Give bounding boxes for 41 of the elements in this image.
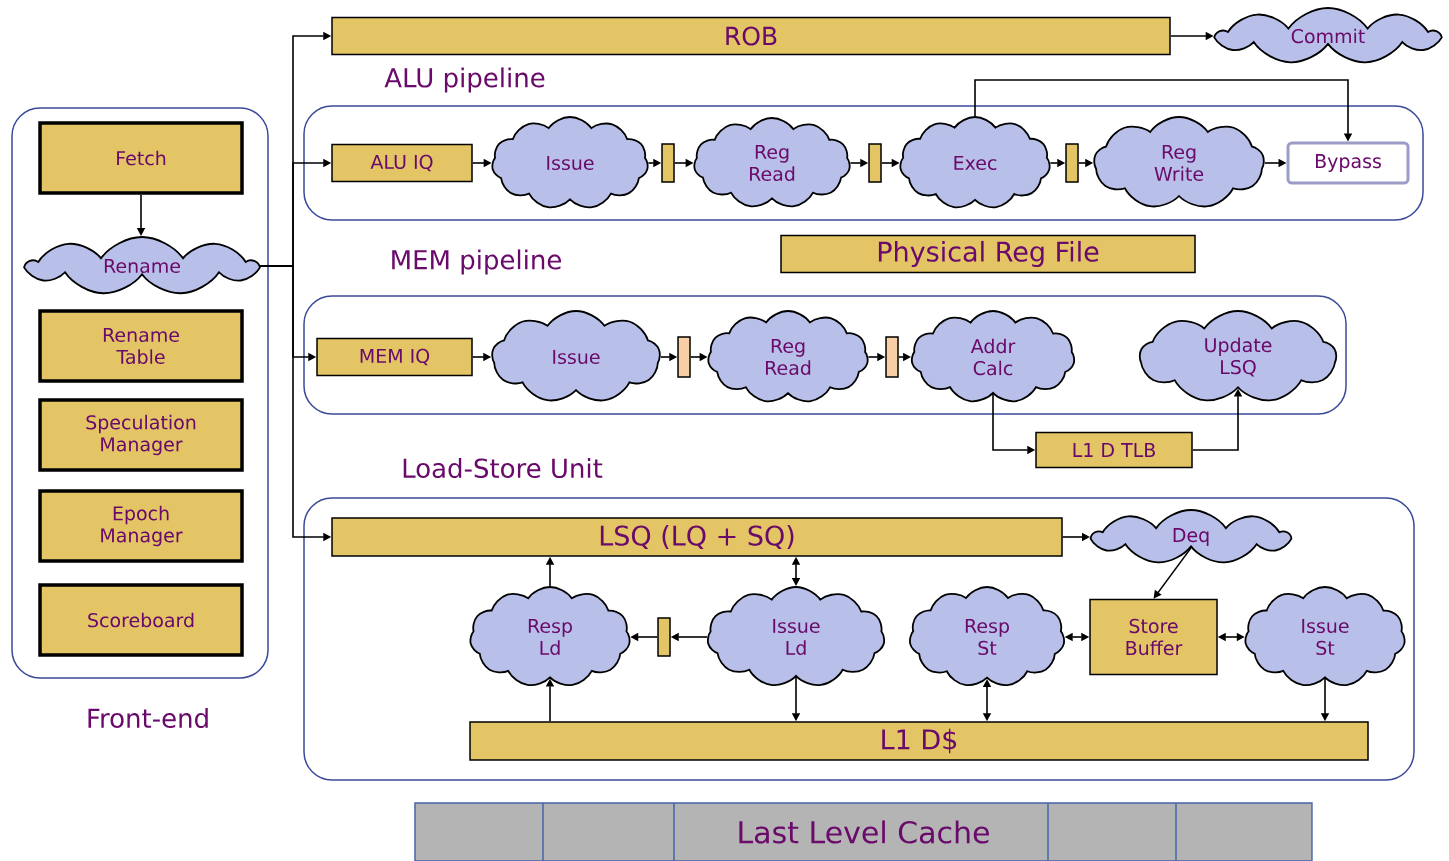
stage-cloud: Resp St bbox=[909, 586, 1065, 687]
arrow bbox=[1153, 547, 1192, 599]
section-heading: Front-end bbox=[88, 707, 208, 729]
latch-bar bbox=[661, 143, 675, 183]
stage-box: ROB bbox=[331, 16, 1171, 56]
stage-cloud: Deq bbox=[1089, 509, 1293, 564]
latch-bar bbox=[1065, 143, 1079, 183]
unit-box: Fetch bbox=[38, 121, 244, 195]
stage-box: L1 D TLB bbox=[1035, 431, 1193, 469]
stage-cloud: Resp Ld bbox=[469, 586, 631, 687]
bypass-box: Bypass bbox=[1286, 141, 1410, 185]
stage-box: L1 D$ bbox=[469, 721, 1369, 761]
stage-cloud: Reg Read bbox=[693, 117, 851, 208]
stage-cloud: Reg Write bbox=[1093, 116, 1265, 208]
latch-bar bbox=[657, 617, 671, 657]
stage-cloud: Reg Read bbox=[707, 310, 869, 403]
stage-cloud: Update LSQ bbox=[1138, 310, 1338, 402]
stage-cloud: Commit bbox=[1213, 7, 1443, 64]
stage-box: ALU IQ bbox=[331, 143, 473, 183]
section-heading: MEM pipeline bbox=[392, 249, 561, 275]
stage-cloud: Rename bbox=[23, 236, 261, 295]
stage-cloud: Exec bbox=[899, 116, 1051, 209]
section-heading: Load-Store Unit bbox=[403, 457, 603, 479]
unit-box: Epoch Manager bbox=[38, 489, 244, 563]
stage-box: Store Buffer bbox=[1089, 598, 1218, 676]
unit-box: Scoreboard bbox=[38, 583, 244, 657]
latch-bar bbox=[868, 143, 882, 183]
unit-box: Speculation Manager bbox=[38, 398, 244, 472]
stage-box: MEM IQ bbox=[316, 337, 473, 377]
cache-bar: Last Level Cache bbox=[414, 802, 1313, 861]
stage-cloud: Issue bbox=[491, 116, 649, 209]
latch-bar bbox=[885, 336, 899, 378]
stage-box: LSQ (LQ + SQ) bbox=[331, 517, 1063, 557]
stage-cloud: Issue St bbox=[1244, 586, 1406, 687]
stage-cloud: Issue bbox=[491, 310, 661, 402]
latch-bar bbox=[677, 336, 691, 378]
section-heading: ALU pipeline bbox=[384, 67, 545, 93]
unit-box: Rename Table bbox=[38, 309, 244, 383]
stage-box: Physical Reg File bbox=[780, 234, 1196, 274]
stage-cloud: Addr Calc bbox=[910, 310, 1076, 403]
stage-cloud: Issue Ld bbox=[707, 586, 885, 687]
